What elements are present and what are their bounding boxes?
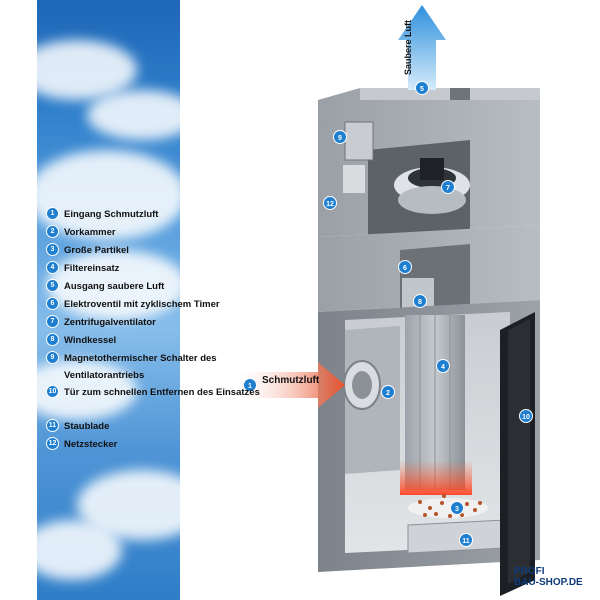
power-plug	[343, 165, 365, 193]
dust-drawer	[407, 519, 506, 554]
badge-6: 6	[403, 265, 407, 272]
inlet-label: Schmutzluft	[262, 375, 320, 386]
fan-motor	[420, 158, 444, 180]
badge-10: 10	[522, 414, 530, 421]
badge-11: 11	[462, 538, 470, 545]
switch-box	[344, 121, 374, 161]
badge-3: 3	[455, 506, 459, 513]
badge-2: 2	[386, 390, 390, 397]
outlet-arrow	[398, 5, 446, 90]
badge-9: 9	[338, 135, 342, 142]
badge-12: 12	[326, 201, 334, 208]
inlet-arrow	[240, 362, 345, 408]
badge-7: 7	[446, 185, 450, 192]
outlet-label: Saubere Luft	[403, 19, 413, 75]
badge-1: 1	[248, 383, 252, 390]
particle-glow	[400, 460, 472, 495]
brand-logo: PROFI BAU-SHOP.DE	[514, 566, 583, 588]
callout-badges: 1 5 2 3 4 6 7 8 9 10 11 12	[243, 81, 533, 547]
badge-4: 4	[441, 364, 445, 371]
sky-background	[37, 0, 180, 600]
badge-8: 8	[418, 299, 422, 306]
badge-5: 5	[420, 86, 424, 93]
